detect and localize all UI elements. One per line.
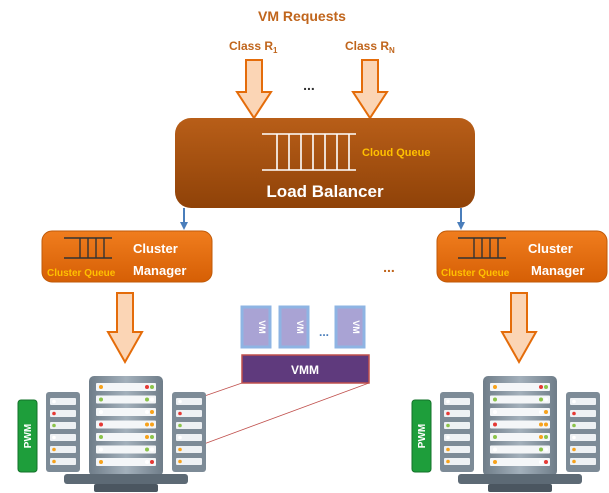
pwm-tag-left: PWM: [17, 399, 38, 473]
request-ellipsis: ...: [303, 77, 315, 93]
server-foot: [488, 484, 552, 492]
cluster-queue-label: Cluster Queue: [47, 268, 116, 279]
cluster-queue-label: Cluster Queue: [441, 268, 510, 279]
pwm-label: PWM: [23, 424, 34, 448]
svg-text:VM: VM: [351, 320, 361, 334]
server-side-unit: [46, 392, 80, 472]
load-balancer-label: Load Balancer: [266, 182, 384, 201]
server-main-unit: [483, 376, 557, 476]
server-rack-left: [46, 376, 206, 492]
request-class-last-label: Class RN: [345, 39, 395, 55]
svg-text:Class RN: Class RN: [345, 39, 395, 55]
request-class-first-label: Class R1: [229, 39, 278, 55]
cluster-manager-right: Cluster Queue Cluster Manager: [436, 230, 608, 283]
pwm-label: PWM: [417, 424, 428, 448]
cloud-queue-icon: [262, 133, 356, 171]
vm-ellipsis: ...: [319, 325, 329, 339]
server-main-unit: [89, 376, 163, 476]
pwm-tag-right: PWM: [411, 399, 432, 473]
svg-text:Class R1: Class R1: [229, 39, 278, 55]
vm-box-2: VM: [278, 305, 310, 349]
manager-to-servers-right-arrow: [500, 292, 538, 365]
cloud-queue-label: Cloud Queue: [362, 147, 430, 159]
server-side-unit: [566, 392, 600, 472]
server-base: [64, 474, 188, 484]
vmm-callout-line-bottom: [192, 382, 370, 449]
vmm-label: VMM: [291, 363, 319, 377]
server-foot: [94, 484, 158, 492]
cluster-manager-label-line1: Cluster: [133, 241, 178, 256]
cluster-queue-icon: [64, 237, 112, 259]
server-side-unit: [172, 392, 206, 472]
server-base: [458, 474, 582, 484]
cluster-manager-label-line1: Cluster: [528, 241, 573, 256]
clusters-ellipsis: ...: [383, 259, 395, 275]
server-side-unit: [440, 392, 474, 472]
vmm-box: VMM: [241, 354, 370, 384]
virtual-machines: VM VM ... VM: [240, 305, 366, 349]
cluster-manager-label-line2: Manager: [133, 263, 186, 278]
cluster-manager-label-line2: Manager: [531, 263, 584, 278]
vm-box-3: VM: [334, 305, 366, 349]
load-balancer: Cloud Queue Load Balancer: [175, 118, 475, 208]
cluster-manager-left: Cluster Queue Cluster Manager: [41, 230, 213, 283]
request-arrow-last: [351, 59, 389, 120]
svg-text:VM: VM: [295, 320, 305, 334]
server-rack-right: [440, 376, 600, 492]
vm-box-1: VM: [240, 305, 272, 349]
svg-text:VM: VM: [257, 320, 267, 334]
cluster-queue-icon: [458, 237, 506, 259]
diagram-title: VM Requests: [258, 8, 346, 24]
request-arrow-first: [235, 59, 273, 120]
manager-to-servers-left-arrow: [106, 292, 144, 365]
